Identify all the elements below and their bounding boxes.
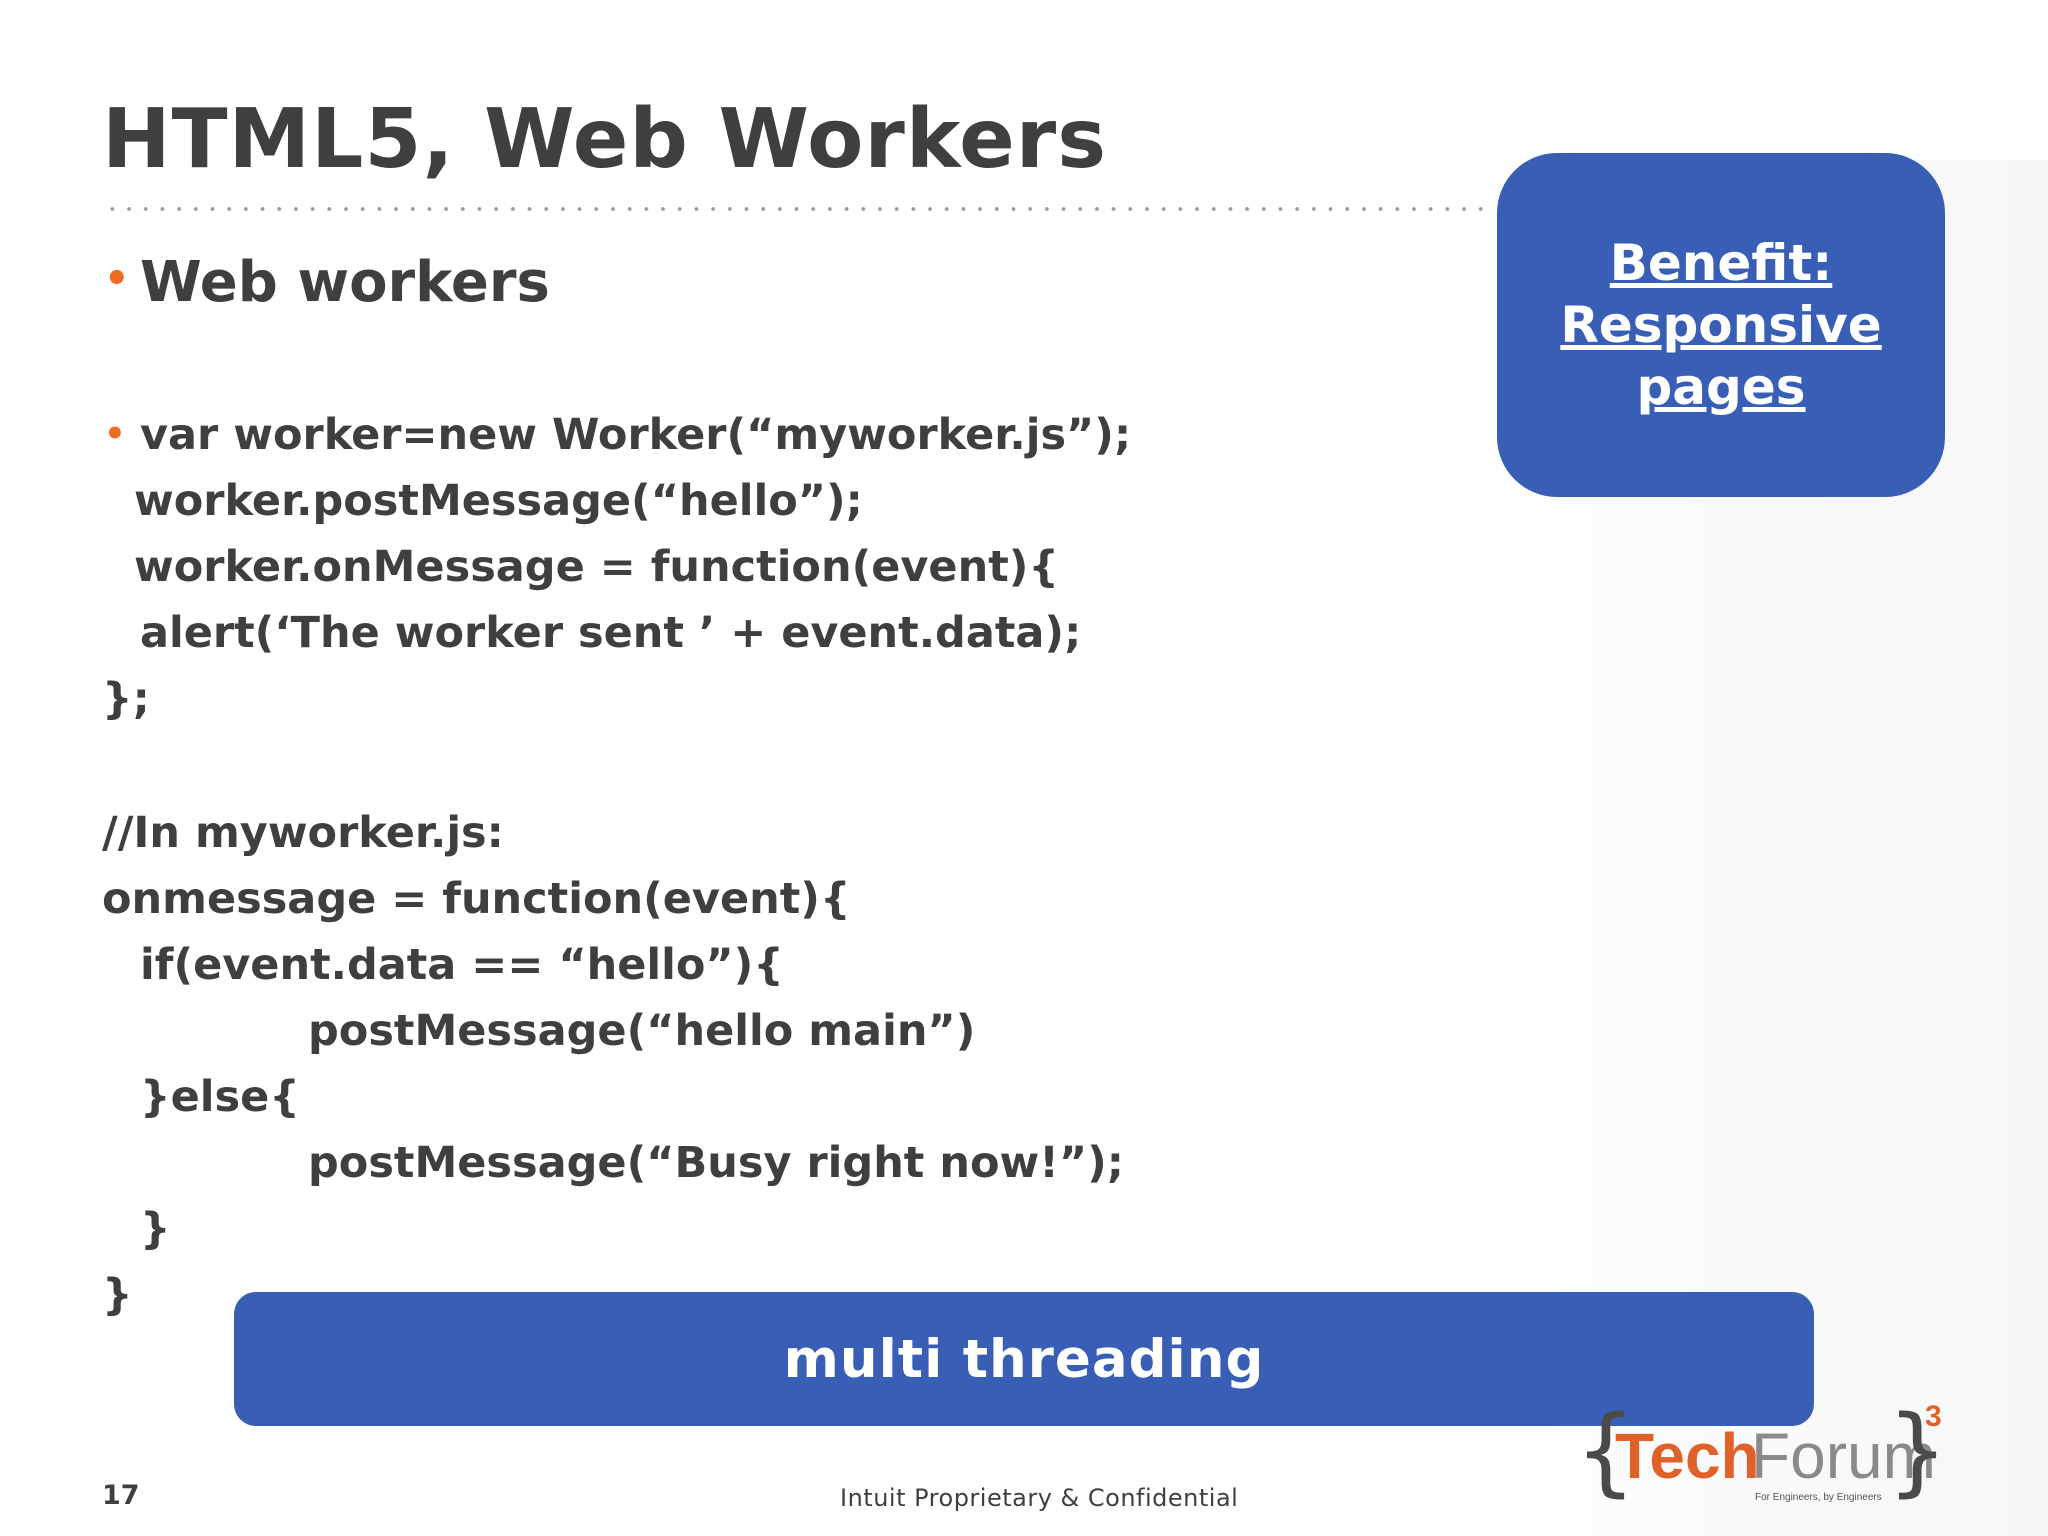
logo-superscript: 3 [1925, 1400, 1942, 1433]
benefit-callout: Benefit: Responsive pages [1497, 153, 1945, 497]
code-line: var worker=new Worker(“myworker.js”); [140, 410, 1132, 460]
code-line: } [102, 1270, 133, 1320]
code-line: worker.onMessage = function(event){ [134, 542, 1060, 592]
multi-threading-banner: multi threading [234, 1292, 1814, 1426]
benefit-link[interactable]: Benefit: Responsive pages [1560, 234, 1882, 416]
footer-confidential: Intuit Proprietary & Confidential [840, 1484, 1239, 1512]
page-number: 17 [102, 1480, 140, 1511]
techforum-logo: { Tech Forum } 3 For Engineers, by Engin… [1575, 1396, 1945, 1507]
code-line: alert(‘The worker sent ’ + event.data); [140, 608, 1082, 658]
code-line: postMessage(“Busy right now!”); [308, 1138, 1124, 1188]
banner-label: multi threading [783, 1328, 1265, 1390]
code-line: worker.postMessage(“hello”); [134, 476, 863, 526]
logo-tagline: For Engineers, by Engineers [1755, 1492, 1882, 1503]
logo-forum-text: Forum [1751, 1420, 1936, 1492]
bullet-icon: • [104, 256, 130, 302]
bullet-icon: • [104, 414, 126, 454]
slide-title: HTML5, Web Workers [102, 92, 1108, 187]
code-line: postMessage(“hello main”) [308, 1006, 976, 1056]
logo-brace-left: { [1575, 1396, 1636, 1507]
bullet-heading: Web workers [140, 250, 550, 315]
logo-brace-right: } [1887, 1396, 1945, 1507]
code-line: if(event.data == “hello”){ [140, 940, 784, 990]
code-line: }else{ [140, 1072, 300, 1122]
code-line: onmessage = function(event){ [102, 874, 851, 924]
code-line: } [140, 1204, 171, 1254]
logo-tech-text: Tech [1615, 1420, 1760, 1492]
dotted-divider [104, 206, 1484, 212]
code-line: //In myworker.js: [102, 808, 504, 858]
code-line: }; [102, 674, 150, 724]
